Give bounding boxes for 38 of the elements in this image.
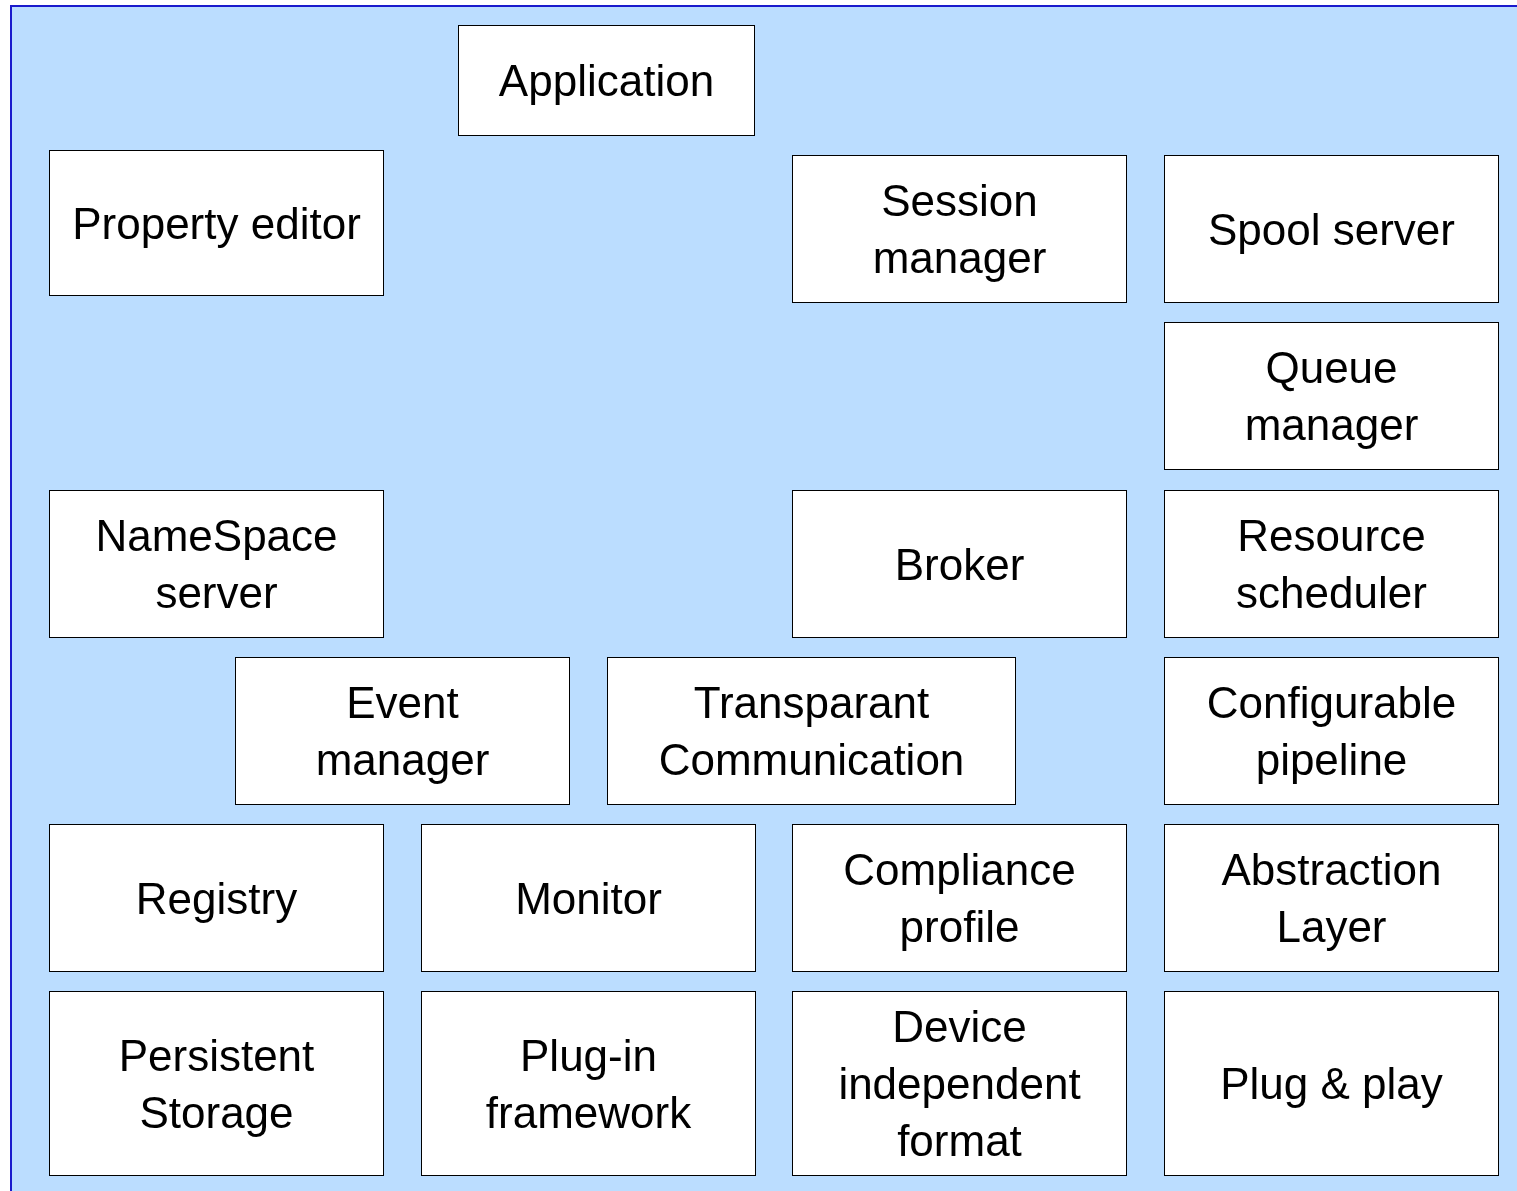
- component-box: [49, 150, 384, 296]
- component-box: [1164, 824, 1499, 972]
- component-label: Registry: [135, 872, 298, 925]
- component-label: Resource scheduler: [1235, 510, 1428, 619]
- component-box: [421, 991, 756, 1176]
- component-box: [1164, 322, 1499, 470]
- component-label: Abstraction Layer: [1220, 844, 1443, 953]
- component-label: Session manager: [871, 175, 1048, 284]
- component-box: [49, 824, 384, 972]
- component-label: Event manager: [314, 677, 491, 786]
- component-box: [792, 991, 1127, 1176]
- component-box: [1164, 155, 1499, 303]
- component-box: [1164, 991, 1499, 1176]
- component-box: [792, 824, 1127, 972]
- component-label: Broker: [894, 538, 1025, 591]
- component-label: Plug & play: [1220, 1058, 1443, 1110]
- component-box: [458, 25, 755, 136]
- component-label: Queue manager: [1243, 342, 1420, 451]
- component-box: [421, 824, 756, 972]
- component-label: Property editor: [72, 197, 361, 250]
- component-box: [49, 490, 384, 638]
- component-label: Compliance profile: [842, 844, 1077, 953]
- component-label: Plug-in framework: [484, 1029, 693, 1139]
- component-box: [1164, 657, 1499, 805]
- component-label: Device independent format: [837, 1001, 1082, 1167]
- component-box: [49, 991, 384, 1176]
- component-box: [792, 155, 1127, 303]
- component-label: Configurable pipeline: [1205, 677, 1458, 786]
- component-box: [607, 657, 1016, 805]
- component-label: Application: [498, 55, 715, 107]
- component-label: Transparant Communication: [657, 677, 966, 786]
- component-label: Monitor: [515, 872, 662, 925]
- component-box: [235, 657, 570, 805]
- component-label: Persistent Storage: [117, 1029, 316, 1139]
- component-box: [1164, 490, 1499, 638]
- component-label: Spool server: [1208, 203, 1455, 256]
- component-label: NameSpace server: [94, 510, 339, 619]
- component-box: [792, 490, 1127, 638]
